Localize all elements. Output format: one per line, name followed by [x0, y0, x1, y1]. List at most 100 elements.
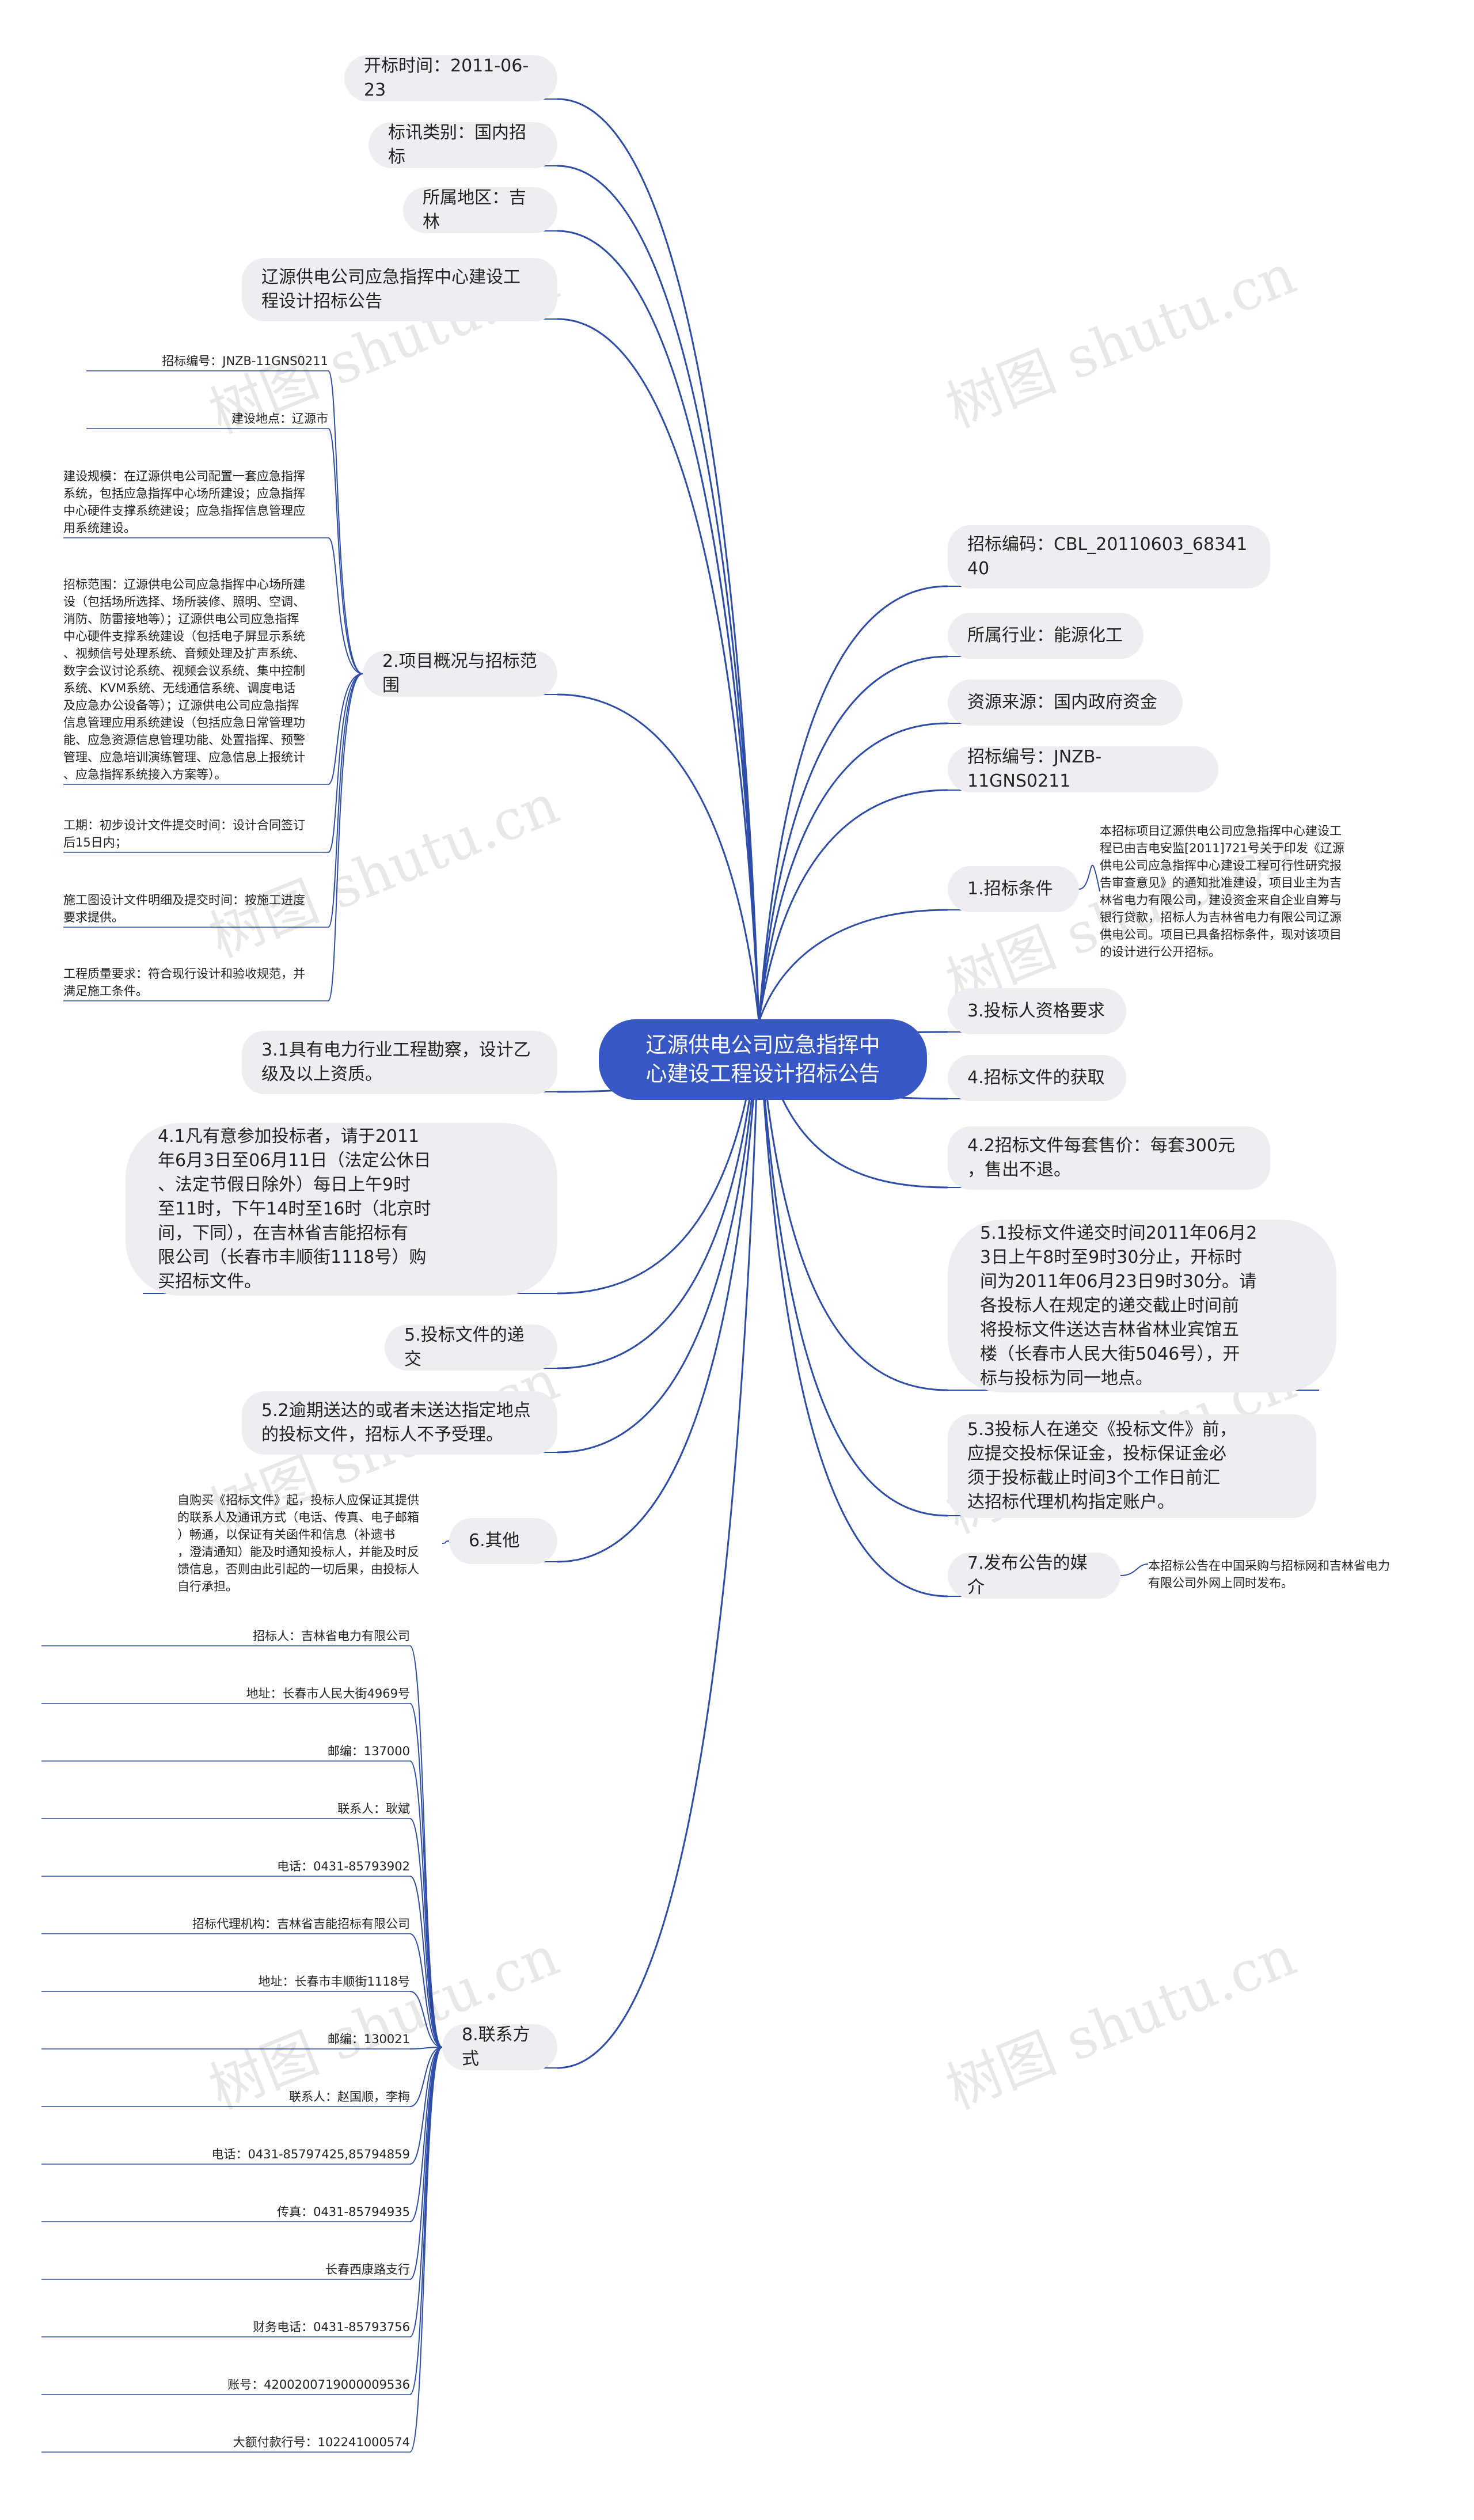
left-branch-6[interactable]: 3.1具有电力行业工程勘察，设计乙 级及以上资质。: [242, 1031, 557, 1094]
left-branch-11[interactable]: 8.联系方式: [442, 2024, 557, 2070]
left-branch-9[interactable]: 5.2逾期送达的或者未送达指定地点 的投标文件，招标人不予受理。: [242, 1391, 557, 1455]
contact-item-13-text: 财务电话：0431-85793756: [253, 2320, 410, 2334]
contact-link-11: [409, 2047, 443, 2222]
project-detail-2-text: 建设地点：辽源市: [231, 412, 328, 426]
right-branch-3-text: 资源来源：国内政府资金: [967, 692, 1157, 712]
right-branch-4[interactable]: 招标编号：JNZB-11GNS0211: [948, 746, 1218, 792]
project-detail-6-text: 施工图设计文件明细及提交时间：按施工进度 要求提供。: [63, 893, 305, 924]
right-branch-11-text: 7.发布公告的媒介: [967, 1553, 1088, 1597]
contact-item-5-text: 电话：0431-85793902: [277, 1859, 410, 1873]
contact-link-6: [409, 1933, 443, 2048]
other-detail-link: [442, 1540, 450, 1544]
project-detail-link-2: [328, 428, 363, 674]
contact-link-15: [409, 2047, 443, 2453]
right-branch-link-11: [758, 1021, 948, 1597]
contact-link-10: [409, 2047, 443, 2165]
project-detail-link-4: [328, 673, 363, 785]
contact-link-13: [409, 2047, 443, 2337]
right-branch-8-text: 4.2招标文件每套售价：每套300元 ，售出不退。: [967, 1136, 1235, 1180]
left-branch-7[interactable]: 4.1凡有意参加投标者，请于2011 年6月3日至06月11日（法定公休日 、法…: [126, 1123, 557, 1296]
contact-link-9: [409, 2047, 443, 2107]
contact-item-6-text: 招标代理机构：吉林省吉能招标有限公司: [192, 1917, 410, 1931]
contact-item-15-text: 大额付款行号：102241000574: [233, 2435, 410, 2449]
left-branch-8[interactable]: 5.投标文件的递交: [385, 1324, 557, 1371]
project-detail-1: 招标编号：JNZB-11GNS0211: [86, 352, 328, 370]
project-detail-link-3: [328, 537, 363, 674]
right-branch-3[interactable]: 资源来源：国内政府资金: [948, 680, 1183, 726]
contact-item-11: 传真：0431-85794935: [41, 2203, 410, 2221]
right-branch-9-text: 5.1投标文件递交时间2011年06月2 3日上午8时至9时30分止，开标时 间…: [980, 1223, 1258, 1388]
tender-condition-detail-text: 本招标项目辽源供电公司应急指挥中心建设工 程已由吉电安监[2011]721号关于…: [1100, 824, 1344, 959]
right-branch-5-text: 1.招标条件: [967, 879, 1053, 899]
right-branch-8[interactable]: 4.2招标文件每套售价：每套300元 ，售出不退。: [948, 1126, 1270, 1190]
contact-link-2: [409, 1703, 443, 2048]
contact-item-2-text: 地址：长春市人民大街4969号: [246, 1687, 410, 1701]
contact-link-4: [409, 1818, 443, 2048]
contact-item-7-text: 地址：长春市丰顺街1118号: [258, 1975, 410, 1988]
right-branch-1[interactable]: 招标编码：CBL_20110603_68341 40: [948, 525, 1270, 589]
project-detail-link-7: [328, 673, 363, 1001]
contact-item-4-text: 联系人：耿斌: [337, 1802, 410, 1816]
right-branch-6[interactable]: 3.投标人资格要求: [948, 988, 1126, 1034]
left-branch-10[interactable]: 6.其他: [449, 1518, 557, 1564]
root-topic[interactable]: 辽源供电公司应急指挥中 心建设工程设计招标公告: [599, 1019, 927, 1100]
right-branch-link-5: [758, 909, 948, 1022]
contact-link-12: [409, 2047, 443, 2280]
right-branch-5[interactable]: 1.招标条件: [948, 866, 1079, 912]
left-branch-3[interactable]: 所属地区：吉林: [403, 187, 557, 233]
contact-item-3-text: 邮编：137000: [327, 1744, 410, 1758]
left-branch-1[interactable]: 开标时间：2011-06-23: [344, 55, 557, 101]
contact-link-8: [409, 2047, 443, 2050]
contact-item-4: 联系人：耿斌: [41, 1800, 410, 1817]
project-detail-4: 招标范围：辽源供电公司应急指挥中心场所建 设（包括场所选择、场所装修、照明、空调…: [63, 576, 328, 783]
media-detail-link: [1120, 1563, 1149, 1576]
contact-item-8-text: 邮编：130021: [327, 2032, 410, 2046]
left-branch-link-11: [557, 1021, 760, 2069]
project-detail-link-1: [328, 370, 363, 674]
project-detail-3-text: 建设规模：在辽源供电公司配置一套应急指挥 系统，包括应急指挥中心场所建设；应急指…: [63, 469, 305, 535]
contact-link-5: [409, 1876, 443, 2048]
contact-item-7: 地址：长春市丰顺街1118号: [41, 1973, 410, 1990]
right-branch-6-text: 3.投标人资格要求: [967, 1001, 1105, 1021]
contact-item-15: 大额付款行号：102241000574: [41, 2434, 410, 2451]
project-detail-6: 施工图设计文件明细及提交时间：按施工进度 要求提供。: [63, 891, 328, 926]
right-branch-link-10: [758, 1021, 948, 1517]
left-branch-link-8: [557, 1021, 760, 1369]
right-branch-7-text: 4.招标文件的获取: [967, 1068, 1105, 1088]
right-branch-4-text: 招标编号：JNZB-11GNS0211: [967, 747, 1102, 791]
contact-item-9: 联系人：赵国顺，李梅: [41, 2088, 410, 2105]
left-branch-4[interactable]: 辽源供电公司应急指挥中心建设工 程设计招标公告: [242, 258, 557, 321]
contact-item-9-text: 联系人：赵国顺，李梅: [289, 2090, 410, 2104]
contact-link-3: [409, 1760, 443, 2048]
contact-item-12-text: 长春西康路支行: [325, 2263, 410, 2276]
project-detail-5: 工期：初步设计文件提交时间：设计合同签订 后15日内；: [63, 817, 328, 851]
right-branch-9[interactable]: 5.1投标文件递交时间2011年06月2 3日上午8时至9时30分止，开标时 间…: [948, 1220, 1336, 1392]
left-branch-1-text: 开标时间：2011-06-23: [364, 56, 529, 100]
project-detail-2: 建设地点：辽源市: [86, 410, 328, 427]
left-branch-11-text: 8.联系方式: [462, 2025, 530, 2069]
right-branch-link-2: [758, 655, 948, 1022]
right-branch-11[interactable]: 7.发布公告的媒介: [948, 1553, 1120, 1599]
contact-item-13: 财务电话：0431-85793756: [41, 2318, 410, 2336]
contact-item-10-text: 电话：0431-85797425,85794859: [211, 2147, 410, 2161]
right-branch-10[interactable]: 5.3投标人在递交《投标文件》前， 应提交投标保证金，投标保证金必 须于投标截止…: [948, 1414, 1316, 1518]
right-branch-link-3: [758, 722, 948, 1022]
right-branch-7[interactable]: 4.招标文件的获取: [948, 1055, 1126, 1101]
left-branch-6-text: 3.1具有电力行业工程勘察，设计乙 级及以上资质。: [261, 1040, 531, 1084]
right-branch-1-text: 招标编码：CBL_20110603_68341 40: [967, 534, 1248, 579]
project-detail-7: 工程质量要求：符合现行设计和验收规范，并 满足施工条件。: [63, 965, 328, 1000]
left-branch-link-10: [557, 1021, 760, 1563]
right-branch-2[interactable]: 所属行业：能源化工: [948, 613, 1144, 659]
left-branch-2[interactable]: 标讯类别：国内招标: [368, 122, 557, 168]
tender-condition-link: [1078, 864, 1100, 892]
contact-item-11-text: 传真：0431-85794935: [277, 2205, 410, 2219]
contact-link-1: [409, 1645, 443, 2048]
contact-item-14-text: 账号：4200200719000009536: [227, 2378, 410, 2392]
tender-condition-detail: 本招标项目辽源供电公司应急指挥中心建设工 程已由吉电安监[2011]721号关于…: [1100, 822, 1370, 961]
contact-item-6: 招标代理机构：吉林省吉能招标有限公司: [41, 1915, 410, 1933]
right-branch-10-text: 5.3投标人在递交《投标文件》前， 应提交投标保证金，投标保证金必 须于投标截止…: [967, 1420, 1237, 1512]
left-branch-link-2: [557, 165, 760, 1022]
left-branch-5[interactable]: 2.项目概况与招标范围: [363, 651, 557, 697]
contact-item-1: 招标人：吉林省电力有限公司: [41, 1627, 410, 1645]
project-detail-5-text: 工期：初步设计文件提交时间：设计合同签订 后15日内；: [63, 818, 305, 849]
